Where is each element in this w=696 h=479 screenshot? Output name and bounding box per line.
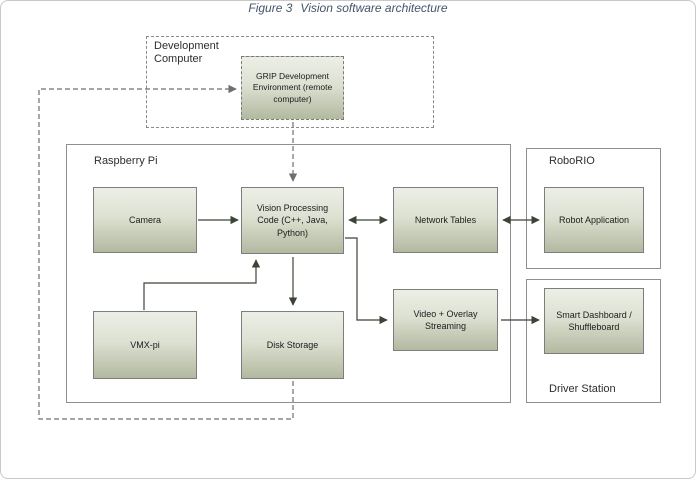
node-vision-processing-code: Vision Processing Code (C++, Java, Pytho… bbox=[241, 187, 344, 254]
node-label-robot-application: Robot Application bbox=[558, 214, 630, 225]
container-label-development-computer: Development Computer bbox=[154, 40, 219, 66]
node-label-vision-processing-code: Vision Processing Code (C++, Java, Pytho… bbox=[256, 203, 329, 238]
node-robot-application: Robot Application bbox=[544, 187, 644, 253]
container-label-roborio: RoboRIO bbox=[549, 155, 595, 167]
node-label-disk-storage: Disk Storage bbox=[266, 339, 319, 350]
node-label-smart-dashboard-shuffleboard: Smart Dashboard / Shuffleboard bbox=[556, 309, 632, 332]
container-driver-station: Driver Station bbox=[526, 279, 661, 403]
figure-caption: Figure 3 Vision software architecture bbox=[1, 1, 695, 15]
node-camera: Camera bbox=[93, 187, 197, 253]
figure-caption-text: Vision software architecture bbox=[300, 1, 448, 15]
node-label-camera: Camera bbox=[128, 214, 161, 225]
node-vmx-pi: VMX-pi bbox=[93, 311, 197, 379]
node-video-overlay-streaming: Video + Overlay Streaming bbox=[393, 289, 498, 351]
node-grip-development-environment: GRIP Development Environment (remote com… bbox=[241, 56, 344, 120]
node-smart-dashboard-shuffleboard: Smart Dashboard / Shuffleboard bbox=[544, 288, 644, 354]
node-label-grip: GRIP Development Environment (remote com… bbox=[252, 70, 333, 104]
node-disk-storage: Disk Storage bbox=[241, 311, 344, 379]
container-label-raspberry-pi: Raspberry Pi bbox=[94, 155, 158, 167]
figure-caption-number: Figure 3 bbox=[248, 1, 293, 15]
node-label-network-tables: Network Tables bbox=[414, 214, 477, 225]
node-label-video-overlay-streaming: Video + Overlay Streaming bbox=[413, 308, 478, 331]
container-roborio: RoboRIO bbox=[526, 148, 661, 269]
node-label-vmx-pi: VMX-pi bbox=[130, 339, 160, 350]
container-label-driver-station: Driver Station bbox=[549, 382, 616, 395]
node-network-tables: Network Tables bbox=[393, 187, 498, 253]
